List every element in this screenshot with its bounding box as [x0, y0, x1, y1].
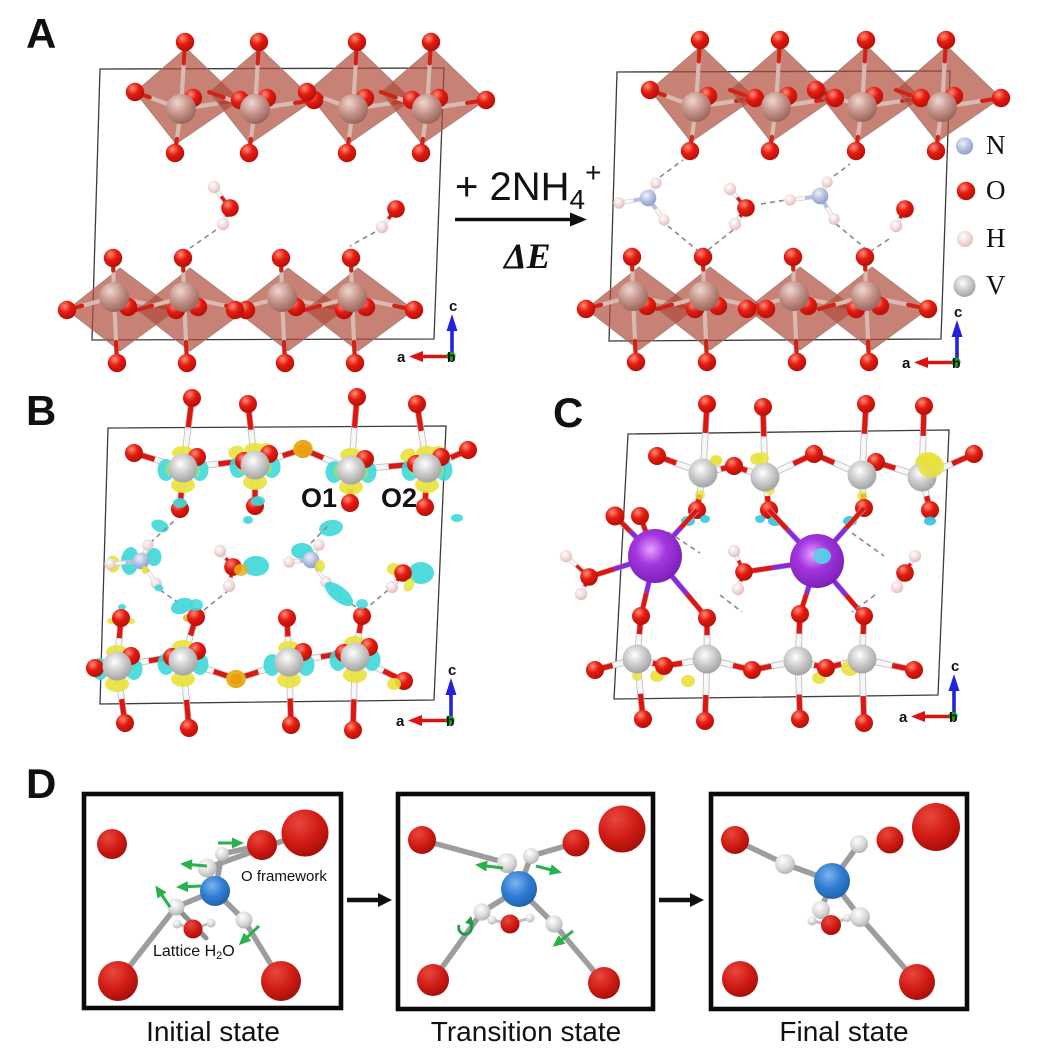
svg-text:D: D [26, 760, 56, 807]
svg-text:c: c [448, 662, 456, 679]
svg-text:Lattice H2O: Lattice H2O [153, 943, 235, 962]
svg-text:O framework: O framework [241, 868, 327, 885]
svg-text:A: A [26, 10, 56, 57]
svg-text:C: C [553, 389, 583, 436]
svg-text:Transition state: Transition state [431, 1016, 621, 1047]
svg-text:b: b [447, 349, 456, 365]
svg-text:O1: O1 [301, 483, 337, 513]
svg-text:c: c [951, 658, 959, 675]
svg-text:a: a [902, 355, 911, 372]
svg-text:B: B [26, 387, 56, 434]
svg-text:Final state: Final state [779, 1016, 908, 1047]
svg-text:a: a [899, 709, 908, 726]
svg-text:b: b [949, 709, 958, 725]
svg-text:O2: O2 [381, 483, 417, 513]
svg-text:c: c [449, 298, 457, 315]
svg-text:N: N [986, 130, 1006, 160]
svg-text:c: c [954, 304, 962, 321]
svg-text:ΔE: ΔE [502, 236, 551, 276]
svg-text:a: a [397, 349, 406, 366]
svg-text:a: a [396, 713, 405, 730]
svg-text:H: H [986, 223, 1006, 253]
svg-text:Initial state: Initial state [146, 1016, 280, 1047]
svg-text:O: O [986, 175, 1006, 205]
svg-text:b: b [952, 355, 961, 371]
svg-text:b: b [446, 713, 455, 729]
svg-text:V: V [986, 270, 1006, 300]
